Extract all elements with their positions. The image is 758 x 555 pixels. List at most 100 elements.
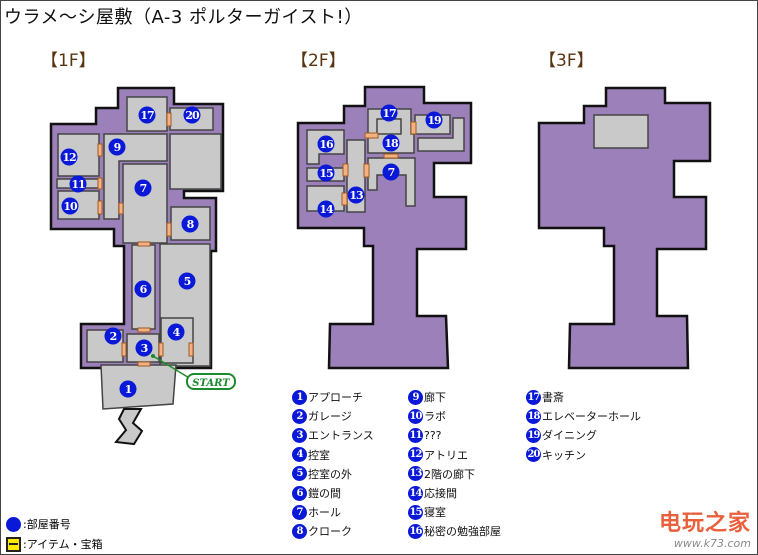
key-room-number: :部屋番号 bbox=[6, 516, 71, 532]
room-marker-number: 3 bbox=[141, 342, 148, 355]
room-marker: 7 bbox=[134, 179, 152, 197]
room-number-badge: 10 bbox=[408, 408, 423, 424]
room-number-badge: 16 bbox=[408, 523, 423, 539]
door bbox=[97, 177, 103, 190]
room-7-1f bbox=[122, 163, 168, 244]
door bbox=[383, 153, 399, 159]
room-marker: 1 bbox=[119, 380, 137, 398]
room-name: ガレージ bbox=[308, 410, 352, 424]
floor-3f-outline bbox=[537, 86, 712, 370]
room-9 bbox=[103, 133, 168, 220]
room-name: ホール bbox=[308, 506, 341, 520]
room-marker: 11 bbox=[69, 175, 87, 193]
site-logo: 电玩之家 www.k73.com bbox=[659, 505, 751, 550]
room-marker-number: 19 bbox=[427, 114, 441, 127]
room-number-badge: 9 bbox=[408, 389, 423, 405]
room-marker: 15 bbox=[317, 164, 335, 182]
treasure-chest-icon bbox=[6, 536, 21, 552]
room-marker: 2 bbox=[104, 327, 122, 345]
room-name: 廊下 bbox=[424, 391, 446, 404]
door bbox=[364, 132, 379, 139]
room-marker-number: 1 bbox=[125, 383, 132, 396]
floor-label-3f: 【3F】 bbox=[539, 51, 594, 71]
door bbox=[121, 342, 127, 357]
room-name: 鎧の間 bbox=[308, 487, 341, 500]
room-name: 応接間 bbox=[424, 487, 457, 500]
floor-label-2f: 【2F】 bbox=[291, 51, 346, 71]
room-marker-number: 20 bbox=[185, 109, 200, 122]
room-number-badge: 13 bbox=[408, 466, 423, 482]
room-name: 書斎 bbox=[542, 391, 564, 404]
door bbox=[341, 192, 348, 206]
legend-item: 11??? bbox=[408, 427, 442, 443]
door bbox=[166, 112, 172, 127]
room-number-badge: 7 bbox=[292, 504, 307, 520]
room-marker: 17 bbox=[380, 104, 398, 122]
blue-circle-icon bbox=[6, 516, 21, 532]
room-number-badge: 1 bbox=[292, 389, 307, 405]
room-number-badge: 8 bbox=[292, 523, 307, 539]
approach-path bbox=[114, 408, 144, 446]
door bbox=[363, 163, 370, 178]
room-marker: 9 bbox=[108, 138, 126, 156]
room-name: アトリエ bbox=[424, 448, 468, 462]
room-marker-number: 14 bbox=[319, 203, 334, 216]
door bbox=[158, 342, 164, 357]
key-item-label: :アイテム・宝箱 bbox=[23, 538, 103, 551]
room-name: ラボ bbox=[424, 410, 446, 424]
room-marker-number: 15 bbox=[319, 167, 333, 180]
door bbox=[410, 121, 417, 135]
room-number-badge: 12 bbox=[408, 447, 423, 463]
room-marker-number: 9 bbox=[114, 141, 121, 154]
room-number-badge: 5 bbox=[292, 466, 307, 482]
room-marker-number: 17 bbox=[382, 107, 396, 120]
room-2f-east bbox=[417, 117, 465, 152]
room-number-badge: 11 bbox=[408, 427, 423, 443]
room-name: ??? bbox=[424, 428, 442, 442]
door bbox=[97, 143, 103, 157]
room-marker-number: 4 bbox=[173, 326, 181, 339]
page-title: ウラメ〜シ屋敷（A-3 ポルターガイスト!） bbox=[4, 7, 363, 28]
room-marker-number: 16 bbox=[319, 138, 334, 151]
room-name: ダイニング bbox=[542, 429, 597, 443]
room-3f bbox=[593, 114, 649, 149]
room-number-badge: 18 bbox=[526, 408, 541, 424]
logo-url: www.k73.com bbox=[673, 537, 751, 550]
room-marker-number: 8 bbox=[187, 218, 195, 231]
room-marker-number: 18 bbox=[384, 137, 399, 150]
room-name: 寝室 bbox=[424, 506, 446, 520]
door bbox=[166, 222, 172, 237]
room-number-badge: 14 bbox=[408, 485, 423, 501]
room-marker-number: 17 bbox=[140, 109, 154, 122]
room-marker: 17 bbox=[138, 106, 156, 124]
room-name: エントランス bbox=[308, 429, 374, 443]
room-marker: 8 bbox=[181, 215, 199, 233]
room-marker: 3 bbox=[135, 339, 153, 357]
room-name: キッチン bbox=[542, 448, 586, 462]
door bbox=[137, 327, 151, 333]
room-marker-number: 10 bbox=[63, 200, 78, 213]
floor-2f-outline bbox=[296, 85, 473, 370]
room-marker-number: 2 bbox=[110, 330, 117, 343]
room-name: 控室の外 bbox=[308, 467, 352, 481]
room-number-badge: 17 bbox=[526, 389, 541, 405]
room-marker: 18 bbox=[382, 134, 400, 152]
key-room-number-label: :部屋番号 bbox=[23, 518, 71, 531]
room-marker: 7 bbox=[382, 163, 400, 181]
